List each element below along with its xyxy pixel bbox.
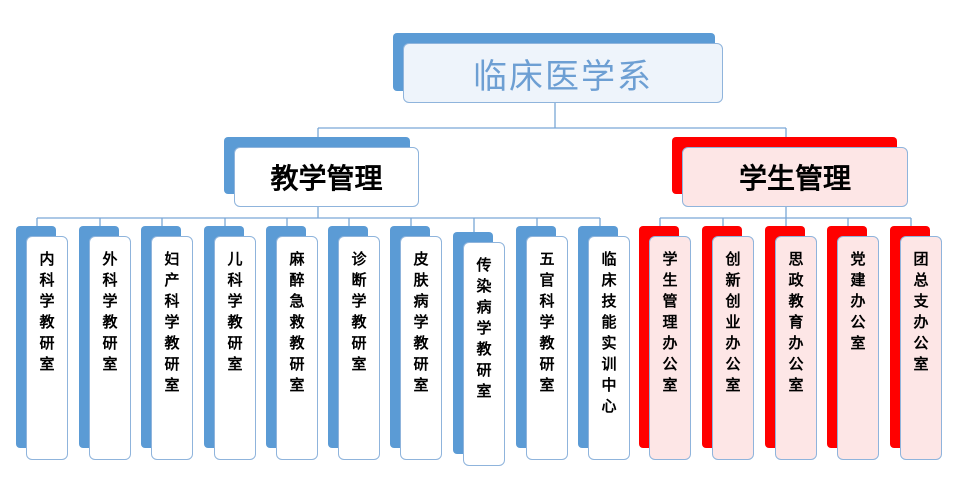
unit-label: 团总支办公室 (913, 250, 929, 373)
branch-student-management: 学生管理 (672, 137, 909, 207)
teaching-unit: 内科学教研室 (16, 226, 68, 460)
student-unit: 学生管理办公室 (639, 226, 691, 460)
unit-label: 内科学教研室 (39, 250, 55, 373)
teaching-unit: 外科学教研室 (79, 226, 131, 460)
teaching-unit: 诊断学教研室 (328, 226, 380, 460)
root-title: 临床医学系 (473, 56, 653, 97)
unit-label: 五官科学教研室 (539, 250, 555, 394)
teaching-unit: 妇产科学教研室 (141, 226, 193, 460)
branch-teaching-management: 教学管理 (224, 137, 421, 207)
teaching-unit: 麻醉急救教研室 (266, 226, 318, 460)
unit-label: 传染病学教研室 (476, 256, 492, 400)
unit-label: 学生管理办公室 (662, 250, 678, 394)
student-unit: 创新创业办公室 (702, 226, 754, 460)
teaching-unit: 临床技能实训中心 (578, 226, 630, 460)
unit-label: 儿科学教研室 (227, 250, 243, 373)
unit-label: 外科学教研室 (102, 250, 118, 373)
teaching-unit: 皮肤病学教研室 (390, 226, 442, 460)
unit-label: 临床技能实训中心 (601, 250, 617, 415)
unit-label: 思政教育办公室 (788, 250, 804, 394)
teaching-unit: 儿科学教研室 (204, 226, 256, 460)
student-unit: 党建办公室 (827, 226, 879, 460)
branch-title-teaching: 教学管理 (270, 162, 383, 195)
unit-label: 妇产科学教研室 (164, 250, 180, 394)
student-unit: 团总支办公室 (890, 226, 942, 460)
branch-title-student: 学生管理 (738, 162, 851, 195)
teaching-unit: 传染病学教研室 (453, 232, 505, 466)
student-unit: 思政教育办公室 (765, 226, 817, 460)
root-node: 临床医学系 (393, 33, 726, 103)
unit-label: 党建办公室 (850, 250, 866, 352)
unit-label: 皮肤病学教研室 (413, 250, 429, 394)
unit-label: 诊断学教研室 (351, 250, 367, 373)
teaching-unit: 五官科学教研室 (516, 226, 568, 460)
unit-label: 麻醉急救教研室 (289, 250, 305, 394)
unit-label: 创新创业办公室 (725, 250, 741, 394)
